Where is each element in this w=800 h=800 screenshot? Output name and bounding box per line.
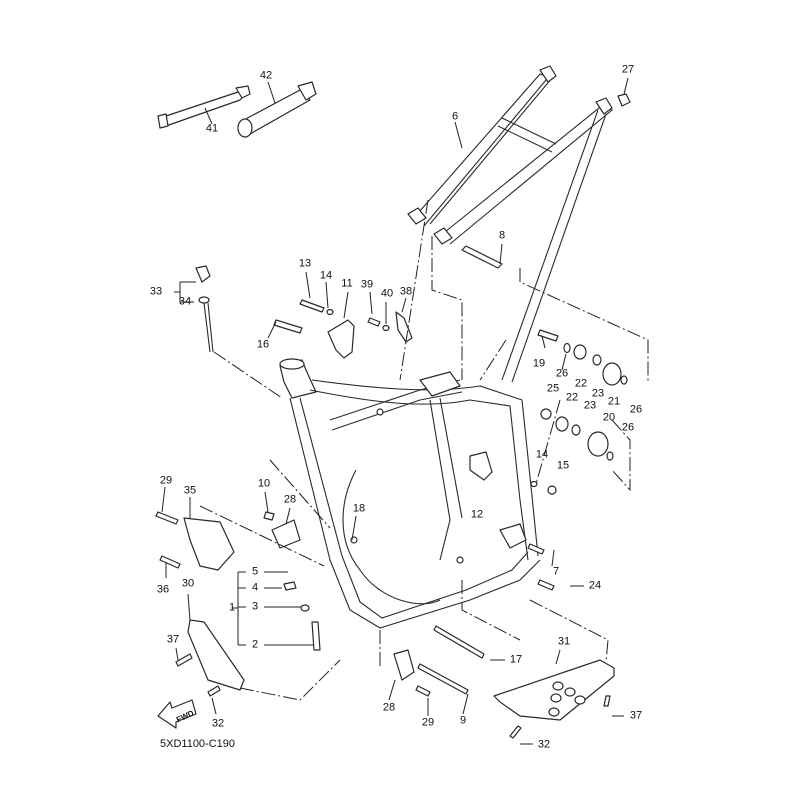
callout-39: 39 <box>360 278 374 291</box>
callout-3: 3 <box>251 600 259 613</box>
callout-34: 34 <box>178 295 192 308</box>
callout-5: 5 <box>251 565 259 578</box>
callout-35: 35 <box>183 484 197 497</box>
fwd-arrow-icon <box>157 699 197 729</box>
pivot-components <box>530 329 628 495</box>
callout-14-upper: 14 <box>319 269 333 282</box>
callout-23-upper: 23 <box>591 387 605 400</box>
callout-42: 42 <box>259 69 273 82</box>
callout-18: 18 <box>352 502 366 515</box>
callout-32-left: 32 <box>211 717 225 730</box>
callout-30: 30 <box>181 577 195 590</box>
skid-plate <box>388 543 624 745</box>
callout-21: 21 <box>607 395 621 408</box>
callout-22-upper: 22 <box>574 377 588 390</box>
callout-16: 16 <box>256 338 270 351</box>
callout-22-lower: 22 <box>565 391 579 404</box>
clip-27 <box>617 93 631 107</box>
engine-bracket-upper <box>267 271 413 359</box>
callout-4: 4 <box>251 581 259 594</box>
callout-20: 20 <box>602 411 616 424</box>
dipstick <box>174 265 214 353</box>
callout-29-upper: 29 <box>159 474 173 487</box>
callout-10: 10 <box>257 477 271 490</box>
callout-32-right: 32 <box>537 738 551 751</box>
callout-28-upper: 28 <box>283 493 297 506</box>
callout-7: 7 <box>552 565 560 578</box>
callout-17: 17 <box>509 653 523 666</box>
callout-23-lower: 23 <box>583 399 597 412</box>
callout-24: 24 <box>588 579 602 592</box>
callout-27: 27 <box>621 63 635 76</box>
callout-37-left: 37 <box>166 633 180 646</box>
callout-38: 38 <box>399 285 413 298</box>
callout-29-lower: 29 <box>421 716 435 729</box>
callout-31: 31 <box>557 635 571 648</box>
callout-26-a: 26 <box>555 367 569 380</box>
callout-28-lower: 28 <box>382 701 396 714</box>
callout-15: 15 <box>556 459 570 472</box>
callout-8: 8 <box>498 229 506 242</box>
callout-40: 40 <box>380 287 394 300</box>
bolt-9 <box>417 663 469 695</box>
rear-subframe <box>407 65 631 383</box>
callout-6: 6 <box>451 110 459 123</box>
bolt-17 <box>433 625 485 659</box>
callout-37-right: 37 <box>629 709 643 722</box>
callout-13: 13 <box>298 257 312 270</box>
callout-41: 41 <box>205 122 219 135</box>
bolt-8 <box>461 245 503 269</box>
bolt-assembly <box>232 571 321 651</box>
callout-26-b: 26 <box>629 403 643 416</box>
callout-36: 36 <box>156 583 170 596</box>
callout-12: 12 <box>470 508 484 521</box>
main-frame <box>279 358 541 629</box>
spoke-wrench <box>157 85 251 129</box>
callout-11: 11 <box>341 277 353 290</box>
socket-tool <box>237 81 317 138</box>
reference-lines <box>199 199 649 701</box>
diagram-code: 5XD1100-C190 <box>160 738 236 750</box>
callout-19: 19 <box>532 357 546 370</box>
callout-1: 1 <box>228 601 236 614</box>
callout-14-lower: 14 <box>535 448 549 461</box>
callout-25: 25 <box>546 382 560 395</box>
callout-2: 2 <box>251 638 259 651</box>
callout-26-c: 26 <box>621 421 635 434</box>
chain-guide-and-plate <box>155 486 357 715</box>
callout-9: 9 <box>459 714 467 727</box>
callout-33: 33 <box>149 285 163 298</box>
